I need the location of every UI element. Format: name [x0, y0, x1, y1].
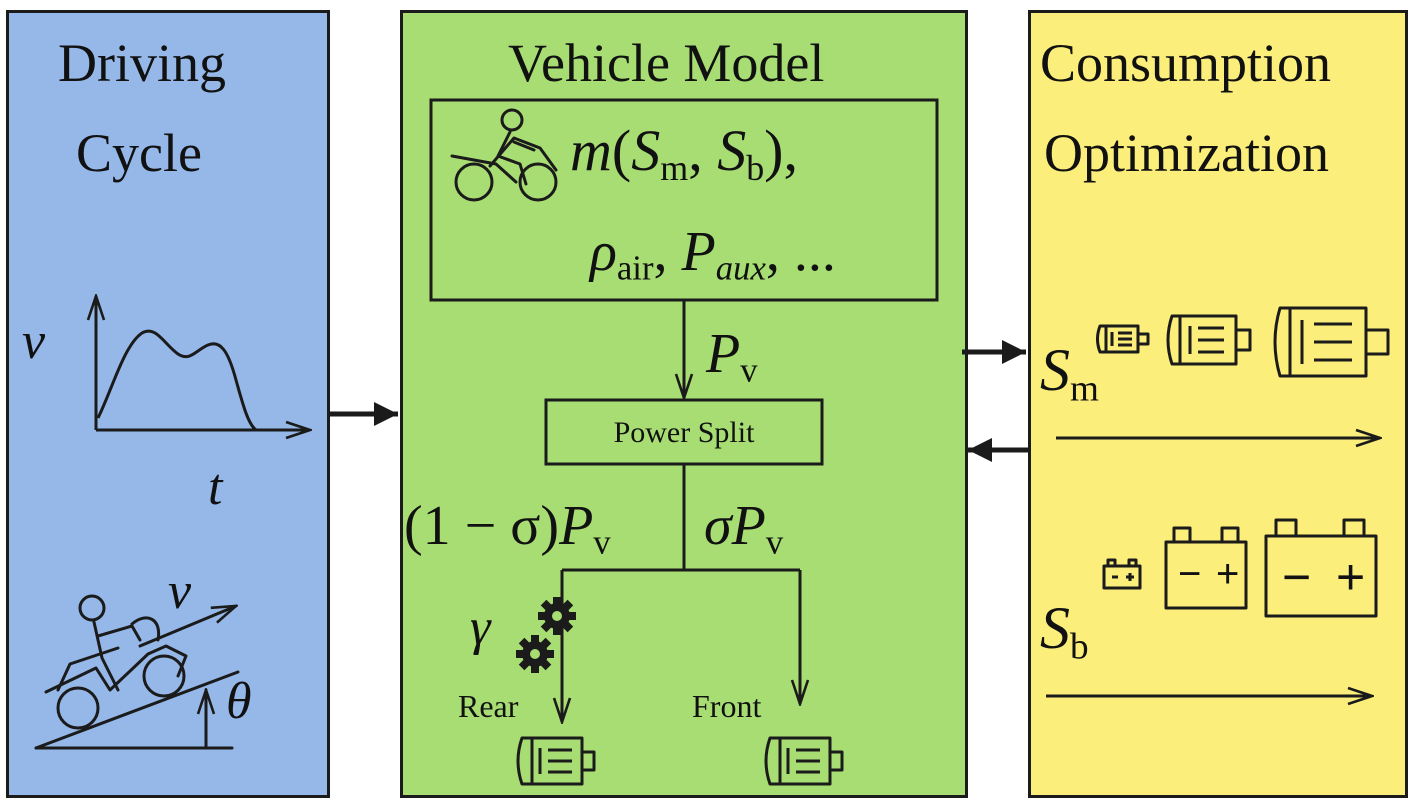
small-motor-icon	[1096, 324, 1150, 354]
atv-icon	[34, 594, 240, 750]
rear-label: Rear	[458, 688, 519, 724]
battery-size-label: Sb	[1040, 598, 1089, 666]
driving-cycle-panel	[6, 10, 330, 798]
gear-icon	[516, 597, 576, 673]
air-aux-formula: ρair, Paux, ...	[590, 221, 836, 288]
formula-paren-open: (	[611, 118, 632, 183]
gear-ratio-label: γ	[470, 599, 491, 656]
front-share-power: P	[731, 495, 766, 557]
motor-size-label-sub: m	[1070, 368, 1099, 410]
medium-battery-plus: +	[1216, 552, 1240, 596]
rear-share-power: P	[559, 495, 594, 557]
front-share-label: σPv	[704, 498, 783, 560]
motor-size-icons	[1096, 306, 1390, 378]
driving-title-line2: Cycle	[76, 123, 202, 183]
vehicle-power-sub: v	[740, 350, 758, 390]
battery-size-icons	[1102, 518, 1378, 618]
battery-size-label-sub: b	[1070, 626, 1089, 668]
rear-share-label: (1 − σ)Pv	[404, 498, 611, 560]
speed-time-plot	[96, 296, 310, 430]
vehicle-title: Vehicle Model	[508, 33, 825, 93]
battery-size-symbol: S	[717, 118, 747, 183]
power-split-label: Power Split	[613, 416, 755, 449]
motorcycle-icon	[450, 108, 558, 202]
power-split-branches	[562, 464, 800, 722]
slope-ground	[34, 670, 240, 750]
motor-size-label: Sm	[1040, 340, 1099, 408]
speed-direction-arrow	[138, 606, 236, 648]
front-share-sigma: σ	[704, 495, 732, 557]
rear-share-prefix: (1 − σ)	[404, 495, 560, 557]
front-label: Front	[692, 688, 762, 724]
time-axis-label: t	[208, 459, 223, 516]
motor-size-symbol: S	[631, 118, 661, 183]
mass-symbol: m	[570, 118, 612, 183]
formula-ellipsis: , ...	[765, 221, 836, 283]
slope-angle-label: θ	[226, 673, 252, 730]
front-motor-icon	[764, 736, 844, 786]
medium-motor-icon	[1166, 314, 1252, 366]
rear-share-sub: v	[593, 522, 611, 562]
large-motor-icon	[1273, 306, 1390, 378]
formula-paren-close: ),	[764, 118, 798, 183]
motor-size-sub: m	[660, 148, 689, 189]
medium-battery-minus: −	[1178, 552, 1202, 596]
formula-comma: ,	[688, 118, 703, 183]
large-battery-icon	[1264, 518, 1378, 618]
small-battery-icon	[1102, 558, 1142, 590]
speed-profile	[96, 329, 258, 432]
vehicle-power-symbol: P	[706, 323, 741, 385]
front-share-sub: v	[765, 522, 784, 562]
optimization-title-line2: Optimization	[1044, 123, 1329, 183]
rear-motor-icon	[516, 736, 596, 786]
large-battery-minus: −	[1282, 549, 1312, 605]
motor-size-label-symbol: S	[1040, 337, 1070, 403]
vehicle-model-panel	[400, 10, 968, 798]
battery-size-sub: b	[746, 148, 765, 189]
speed-axis-label: v	[22, 313, 46, 370]
air-density-sub: air	[616, 248, 654, 288]
air-density-symbol: ρ	[590, 221, 617, 283]
driving-title-line1: Driving	[58, 33, 226, 93]
aux-power-symbol: P	[681, 221, 716, 283]
consumption-optimization-panel	[1028, 10, 1408, 798]
optimization-title-line1: Consumption	[1040, 33, 1332, 93]
large-battery-plus: +	[1336, 549, 1366, 605]
battery-size-label-symbol: S	[1040, 595, 1070, 661]
vehicle-power-label: Pv	[706, 326, 758, 388]
slope-speed-label: v	[168, 563, 192, 620]
aux-power-sub: aux	[715, 248, 766, 288]
mass-formula: m(Sm, Sb),	[570, 122, 798, 187]
medium-battery-icon	[1164, 526, 1248, 610]
